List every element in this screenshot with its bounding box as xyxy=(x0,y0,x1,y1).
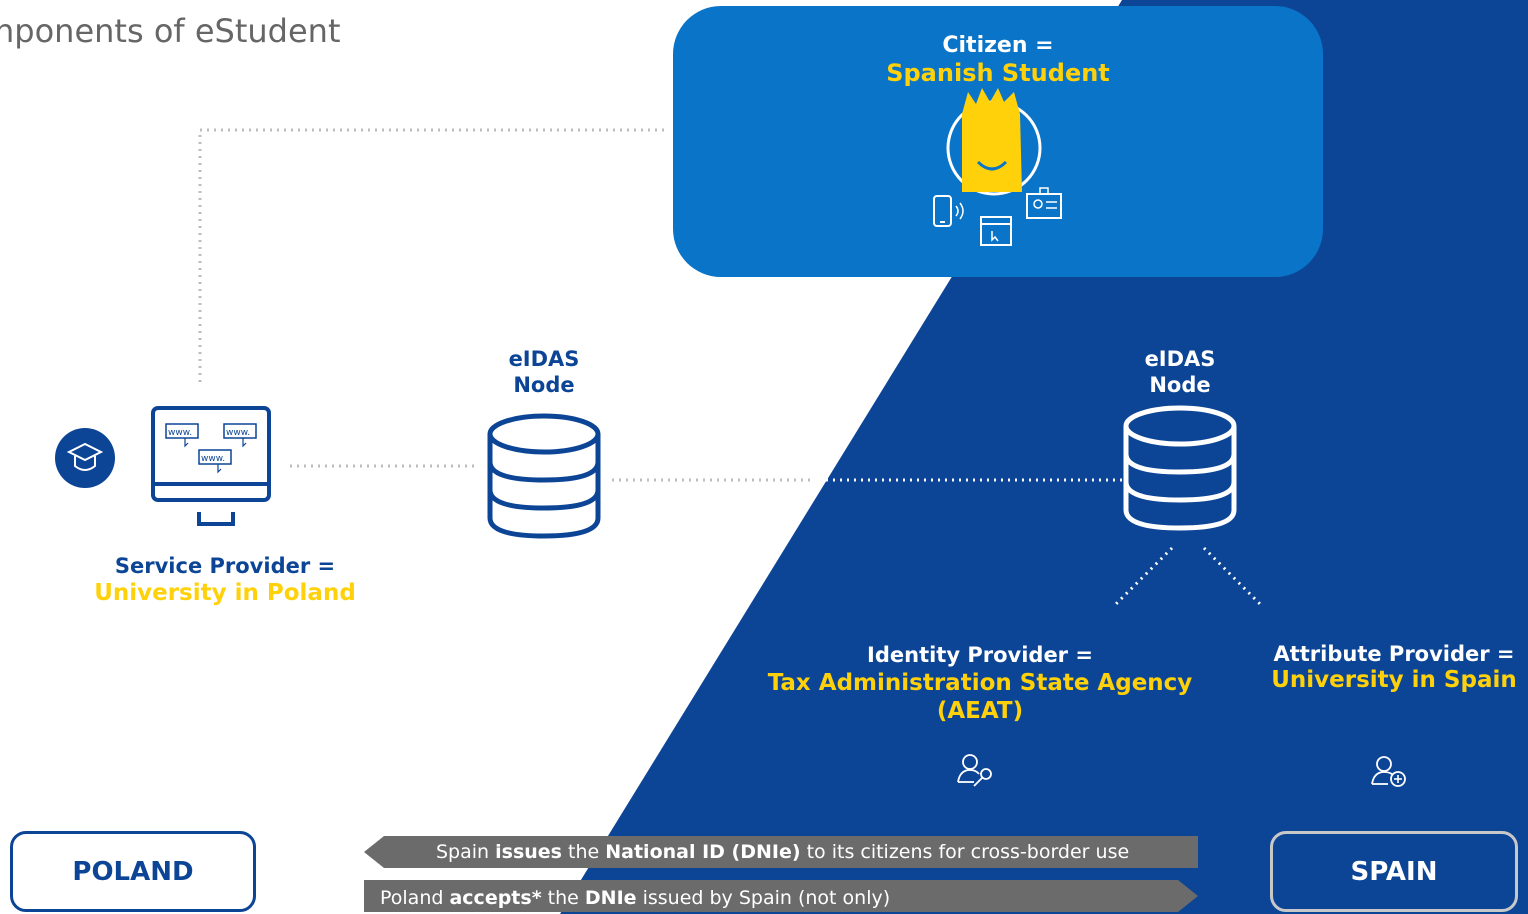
page-title: nponents of eStudent xyxy=(0,12,341,50)
country-box-spain: SPAIN xyxy=(1270,831,1518,912)
issues-arrow xyxy=(364,836,1198,868)
eidas-node-right-line2: Node xyxy=(1149,373,1211,397)
user-key-icon xyxy=(957,754,992,787)
student-avatar-icon xyxy=(946,88,1042,196)
citizen-value: Spanish Student xyxy=(886,59,1110,87)
country-box-poland: POLAND xyxy=(10,831,256,912)
identity-provider-value-line1: Tax Administration State Agency xyxy=(767,670,1193,696)
connection-lines xyxy=(198,128,1264,608)
browser-window-icon xyxy=(980,216,1012,246)
device-icons xyxy=(933,187,1062,246)
id-card-icon xyxy=(1026,187,1062,219)
service-provider-graphic: www. www. www. xyxy=(55,406,271,526)
mobile-phone-icon xyxy=(933,195,964,227)
service-provider-label: Service Provider = xyxy=(114,554,336,578)
user-add-icon xyxy=(1371,756,1406,787)
service-provider-value: University in Poland xyxy=(94,580,356,606)
country-label-poland: POLAND xyxy=(72,856,194,887)
browser-text: www. xyxy=(168,428,192,438)
graduation-cap-icon xyxy=(55,428,115,488)
attribute-provider-value: University in Spain xyxy=(1271,667,1517,693)
country-label-spain: SPAIN xyxy=(1350,856,1438,887)
eidas-node-right-line1: eIDAS xyxy=(1144,347,1216,371)
banner-arrows xyxy=(364,836,1198,912)
accepts-arrow xyxy=(364,880,1198,912)
accepts-banner-text: Poland accepts* the DNIe issued by Spain… xyxy=(380,887,891,909)
computer-monitor-icon: www. www. www. xyxy=(151,406,271,526)
identity-provider-label: Identity Provider = xyxy=(867,643,1093,667)
attribute-provider-label: Attribute Provider = xyxy=(1273,642,1515,666)
database-icon xyxy=(487,413,601,539)
eidas-node-left-line1: eIDAS xyxy=(508,347,580,371)
identity-provider-value-line2: (AEAT) xyxy=(936,698,1024,724)
database-icon xyxy=(1123,405,1237,531)
browser-text: www. xyxy=(201,454,225,464)
eidas-node-left-line2: Node xyxy=(513,373,575,397)
issues-banner-text: Spain issues the National ID (DNIe) to i… xyxy=(436,841,1130,863)
browser-text: www. xyxy=(226,428,250,438)
citizen-label: Citizen = xyxy=(942,33,1054,58)
